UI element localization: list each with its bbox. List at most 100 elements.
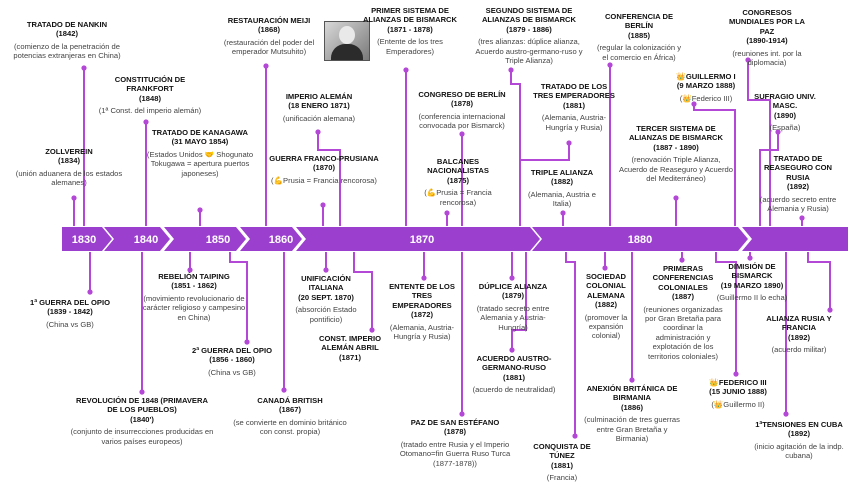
event-date: (19 MARZO 1890) xyxy=(720,280,784,290)
event-description: (culminación de tres guerras entre Gran … xyxy=(584,415,680,444)
event-title: ENTENTE DE LOS TRES EMPERADORES xyxy=(389,282,455,310)
event-description: (Alemania, Austria-Hungría y Rusia) xyxy=(541,113,607,132)
event-title: TRATADO DE REASEGURO CON RUSIA xyxy=(764,154,832,182)
connector-dot xyxy=(459,131,465,137)
event-title: 👑GUILLERMO I xyxy=(676,72,736,81)
event-description: (restauración del poder del emperador Mu… xyxy=(223,37,315,57)
connector-dot xyxy=(799,215,805,221)
connector-dot xyxy=(143,119,149,125)
decade-label: 1830 xyxy=(72,234,96,246)
event-rusiafrancia: ALIANZA RUSIA Y FRANCIA(1892)(acuerdo mi… xyxy=(754,314,844,355)
event-date: (1878) xyxy=(451,99,473,109)
event-description: (conjunto de insurrecciones producidas e… xyxy=(70,427,214,446)
event-title: 1ª GUERRA DEL OPIO xyxy=(29,298,111,307)
connector-dot xyxy=(403,67,409,73)
event-title: CONSTITUCIÓN DE FRANKFORT xyxy=(114,75,186,94)
event-description: (unificación alemana) xyxy=(282,113,356,123)
event-date: (1856 - 1860) xyxy=(209,355,255,365)
connector-dot xyxy=(87,289,93,295)
event-title: CANADÁ BRITISH xyxy=(257,396,323,405)
event-date: (1867) xyxy=(279,405,301,415)
event-title: TERCER SISTEMA DE ALIANZAS DE BISMARCK xyxy=(628,124,724,143)
decade-label: 1870 xyxy=(410,234,434,246)
event-description: (Entente de los tres Emperadores) xyxy=(377,37,443,56)
connector-dot xyxy=(323,267,329,273)
connector-dot xyxy=(602,265,608,271)
event-alianzas2: SEGUNDO SISTEMA DE ALIANZAS DE BISMARCK(… xyxy=(472,6,586,65)
event-dimision: DIMISIÓN DE BISMARCK(19 MARZO 1890)(Guil… xyxy=(708,262,796,303)
event-berlin78: CONGRESO DE BERLÍN(1878) (conferencia int… xyxy=(410,90,514,131)
event-alianzas1: PRIMER SISTEMA DE ALIANZAS DE BISMARCK(1… xyxy=(362,6,458,56)
event-date: (1890-1914) xyxy=(746,36,788,46)
event-date: (1878) xyxy=(444,427,466,437)
event-nankin: TRATADO DE NANKIN(1842)(comienzo de la p… xyxy=(8,20,126,61)
event-description: (se convierte en dominio británico con c… xyxy=(233,417,347,437)
event-opio1: 1ª GUERRA DEL OPIO(1839 - 1842)(China vs… xyxy=(14,298,126,329)
event-date: (18 ENERO 1871) xyxy=(288,101,350,111)
event-title: SOCIEDAD COLONIAL ALEMANA xyxy=(585,272,627,300)
event-description: (absorción Estado pontificio) xyxy=(295,305,357,324)
connector-dot xyxy=(509,347,515,353)
event-date: (1851 - 1862) xyxy=(171,281,217,291)
event-tresemp: TRATADO DE LOS TRES EMPERADORES(1881)(Al… xyxy=(532,82,616,132)
event-title: CONST. IMPERIO ALEMÁN ABRIL xyxy=(318,334,382,353)
event-canada: CANADÁ BRITISH(1867) (se convierte en dom… xyxy=(232,396,348,437)
event-date: (1887 - 1890) xyxy=(653,142,699,152)
event-zollverein: ZOLLVEREIN(1834)(unión aduanera de los e… xyxy=(10,147,128,188)
connector-line xyxy=(353,252,373,330)
event-date: (20 SEPT. 1870) xyxy=(298,292,354,302)
connector-line xyxy=(759,132,779,226)
event-description: (regular la colonización y el comercio e… xyxy=(597,43,681,62)
connector-dot xyxy=(508,67,514,73)
event-title: CONGRESO DE BERLÍN xyxy=(418,90,506,99)
event-date: (1892) xyxy=(788,332,810,342)
timeline-segment xyxy=(296,227,540,251)
event-date: (1881) xyxy=(503,372,525,382)
event-title: REVOLUCIÓN DE 1848 (PRIMAVERA DE LOS PUE… xyxy=(76,396,208,415)
event-description: (Alemania, Austria-Hungría y Rusia) xyxy=(389,322,455,342)
connector-dot xyxy=(187,267,193,273)
connector-dot xyxy=(421,275,427,281)
event-constimperio: CONST. IMPERIO ALEMÁN ABRIL(1871) xyxy=(318,334,382,362)
event-constitucion: CONSTITUCIÓN DE FRANKFORT(1848)(1ª Const… xyxy=(96,75,204,116)
connector-line xyxy=(807,252,831,310)
connector-line xyxy=(510,70,521,226)
event-taiping: REBELIÓN TAIPING(1851 - 1862)(movimiento… xyxy=(138,272,250,322)
connector-dot xyxy=(139,389,145,395)
event-date: (1892) xyxy=(788,429,810,439)
connector-dot xyxy=(369,327,375,333)
connector-dot xyxy=(244,339,250,345)
event-title: DÚPLICE ALIANZA xyxy=(478,282,548,291)
timeline-band xyxy=(62,227,848,251)
event-santoestefano: PAZ DE SAN ESTÉFANO(1878)(tratado entre … xyxy=(394,418,516,468)
event-title: 2ª GUERRA DEL OPIO xyxy=(191,346,273,355)
event-sociedad: SOCIEDAD COLONIAL ALEMANA(1882)(promover… xyxy=(574,272,638,341)
event-balcanes: BALCANES NACIONALISTAS(1875)(💪Prusia = F… xyxy=(408,157,508,207)
event-date: (1886) xyxy=(621,402,643,412)
event-description: (conferencia internacional convocada por… xyxy=(418,111,506,131)
connector-dot xyxy=(691,101,697,107)
event-austroruso: ACUERDO AUSTRO-GERMANO-RUSO(1881)(acuerd… xyxy=(470,354,558,395)
event-description: (unión aduanera de los estados alemanes) xyxy=(15,168,123,188)
event-conferencias: PRIMERAS CONFERENCIAS COLONIALES(1887)(r… xyxy=(640,264,726,361)
event-title: TRIPLE ALIANZA xyxy=(530,168,594,177)
connector-dot xyxy=(263,63,269,69)
connector-dot xyxy=(459,411,465,417)
event-date: (1885) xyxy=(628,30,650,40)
event-cuba: 1ªTENSIONES EN CUBA(1892)(inicio agitaci… xyxy=(750,420,848,461)
event-entente: ENTENTE DE LOS TRES EMPERADORES(1872) (Al… xyxy=(384,282,460,341)
event-description: (tres alianzas: dúplice alianza, Acuerdo… xyxy=(475,37,583,66)
event-title: CONFERENCIA DE BERLÍN xyxy=(604,12,674,31)
event-title: ANEXIÓN BRITÁNICA DE BIRMANIA xyxy=(586,384,678,403)
event-date: (1881) xyxy=(551,460,573,470)
event-guillermo1: 👑GUILLERMO I(9 MARZO 1888)(👑Federico III… xyxy=(668,72,744,103)
connector-dot xyxy=(733,371,739,377)
event-date: (1882) xyxy=(551,177,573,187)
event-opio2: 2ª GUERRA DEL OPIO(1856 - 1860)(China vs… xyxy=(178,346,286,377)
connector-dot xyxy=(71,195,77,201)
event-date: (1872) xyxy=(411,310,433,320)
bismarck-portrait xyxy=(324,21,370,61)
event-date: (15 JUNIO 1888) xyxy=(709,387,767,397)
